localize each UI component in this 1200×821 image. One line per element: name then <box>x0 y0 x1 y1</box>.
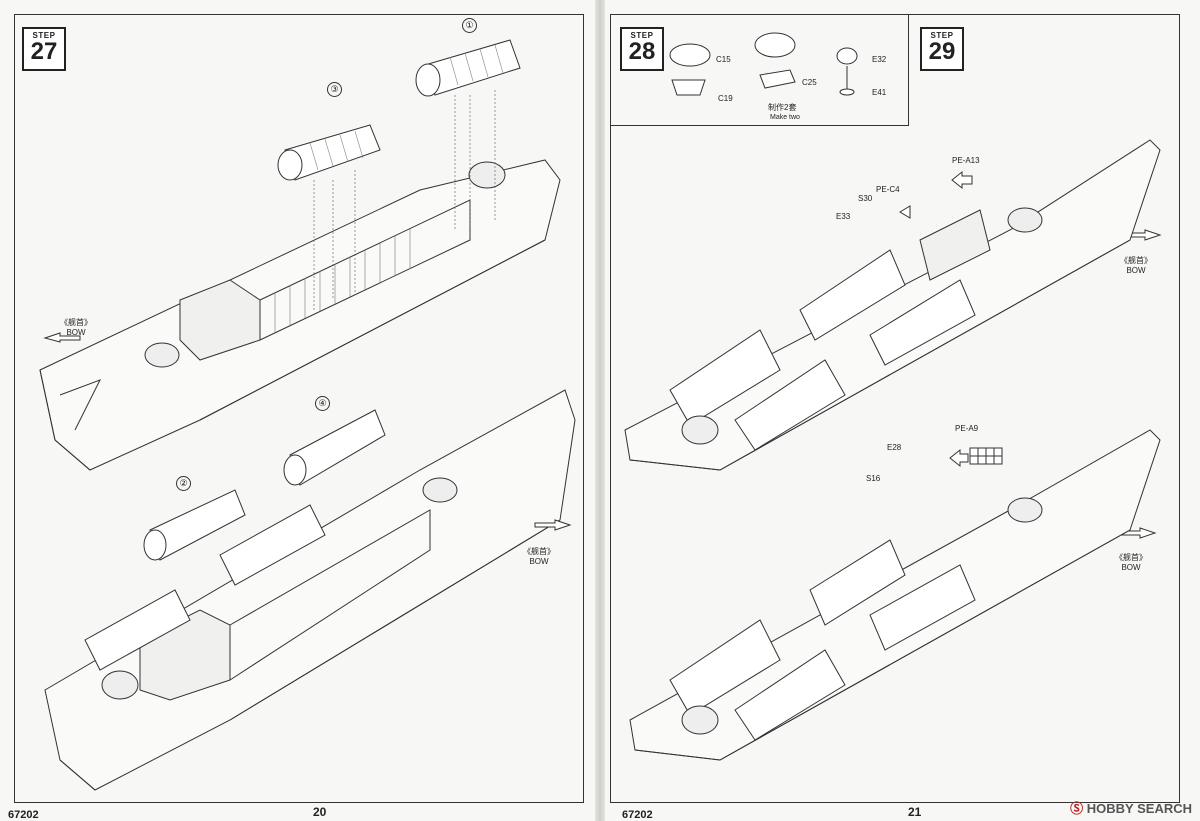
step28-number: 28 <box>628 38 656 65</box>
part-label-e28: E28 <box>887 443 902 452</box>
part-label-s30: S30 <box>858 194 873 203</box>
pe-a9-grid <box>969 447 1003 465</box>
bow-arrow-left-bottom <box>534 519 572 531</box>
bow-label-cn: 《舰首》 <box>1115 553 1147 562</box>
torpedo-tube-1 <box>415 39 521 97</box>
watermark-logo: Ⓢ <box>1070 801 1084 816</box>
callout-1: ① <box>462 18 477 33</box>
bow-label-right-bottom: 《舰首》 BOW <box>1115 553 1147 573</box>
part-label-e32: E32 <box>872 55 887 64</box>
step29-number: 29 <box>928 38 956 65</box>
callout-3: ③ <box>327 82 342 97</box>
part-label-pe-a9: PE-A9 <box>955 424 979 433</box>
hull-drawing-right-top <box>624 139 1161 471</box>
page-number-right: 21 <box>908 805 922 819</box>
page-gutter <box>595 0 605 821</box>
part-label-pe-a13: PE-A13 <box>952 156 980 165</box>
step28-parts <box>669 32 858 96</box>
step28-frame <box>610 14 909 126</box>
right-frame <box>610 14 1180 803</box>
bow-label-en: BOW <box>66 328 86 337</box>
bow-label-en: BOW <box>529 557 549 566</box>
bow-label-left-top: 《舰首》 BOW <box>60 318 92 338</box>
bow-label-cn: 《舰首》 <box>523 547 555 556</box>
part-label-s16: S16 <box>866 474 881 483</box>
make-two-en: Make two <box>770 114 800 121</box>
bow-label-left-bottom: 《舰首》 BOW <box>523 547 555 567</box>
left-frame <box>14 14 584 803</box>
torpedo-tube-2 <box>143 489 246 561</box>
hull-drawing-left-top <box>39 159 561 471</box>
make-two-cn: 制作2套 <box>768 103 797 112</box>
product-code-left: 67202 <box>8 809 39 821</box>
step29-badge: STEP 29 <box>920 27 964 71</box>
step28-label: STEP <box>630 31 654 40</box>
step28-badge: STEP 28 <box>620 27 664 71</box>
part-label-pe-c4: PE-C4 <box>876 185 900 194</box>
bow-arrow-right-bottom <box>1119 527 1157 539</box>
bow-label-cn: 《舰首》 <box>60 318 92 327</box>
step27-badge: STEP 27 <box>22 27 66 71</box>
bow-label-cn: 《舰首》 <box>1120 256 1152 265</box>
part-label-c19: C19 <box>718 94 733 103</box>
bow-label-right-top: 《舰首》 BOW <box>1120 256 1152 276</box>
callout-4: ④ <box>315 396 330 411</box>
product-code-right: 67202 <box>622 809 653 821</box>
watermark: Ⓢ HOBBY SEARCH <box>1070 798 1192 817</box>
part-label-c25: C25 <box>802 78 817 87</box>
step27-number: 27 <box>30 38 58 65</box>
bow-label-en: BOW <box>1126 266 1146 275</box>
torpedo-tubes-installed-left <box>84 504 326 671</box>
part-label-e41: E41 <box>872 88 887 97</box>
part-label-c15: C15 <box>716 55 731 64</box>
step29-label: STEP <box>930 31 954 40</box>
part-label-e33: E33 <box>836 212 851 221</box>
torpedo-tube-4 <box>283 409 386 486</box>
hull-drawing-right-bottom <box>629 429 1161 761</box>
step27-label: STEP <box>32 31 56 40</box>
callout-2: ② <box>176 476 191 491</box>
page-number-left: 20 <box>313 805 327 819</box>
torpedo-tube-3 <box>277 124 381 181</box>
bow-label-en: BOW <box>1121 563 1141 572</box>
watermark-text: HOBBY SEARCH <box>1086 801 1192 816</box>
bow-arrow-right-top <box>1124 229 1162 241</box>
bow-arrow-left-top <box>43 332 81 343</box>
